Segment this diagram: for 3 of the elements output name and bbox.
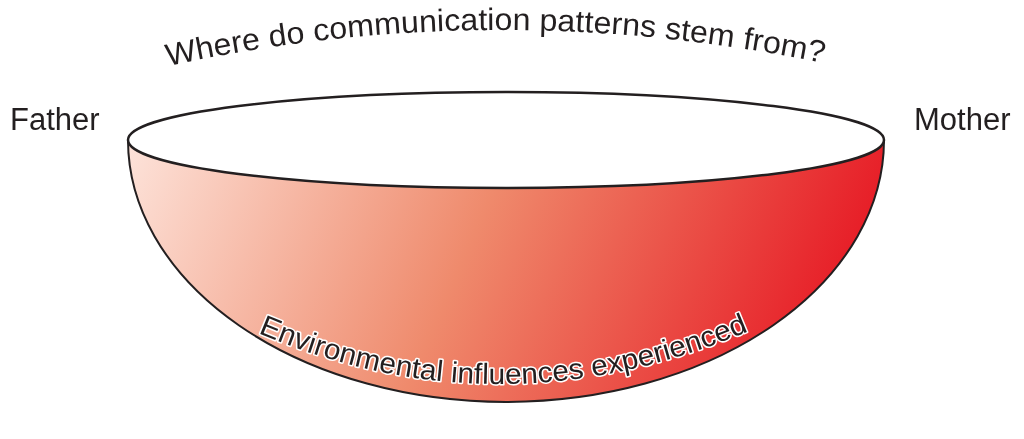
side-label: Mother (914, 104, 1011, 135)
side-label: Father (10, 104, 100, 135)
heading-text: Where do communication patterns stem from? (162, 2, 828, 73)
